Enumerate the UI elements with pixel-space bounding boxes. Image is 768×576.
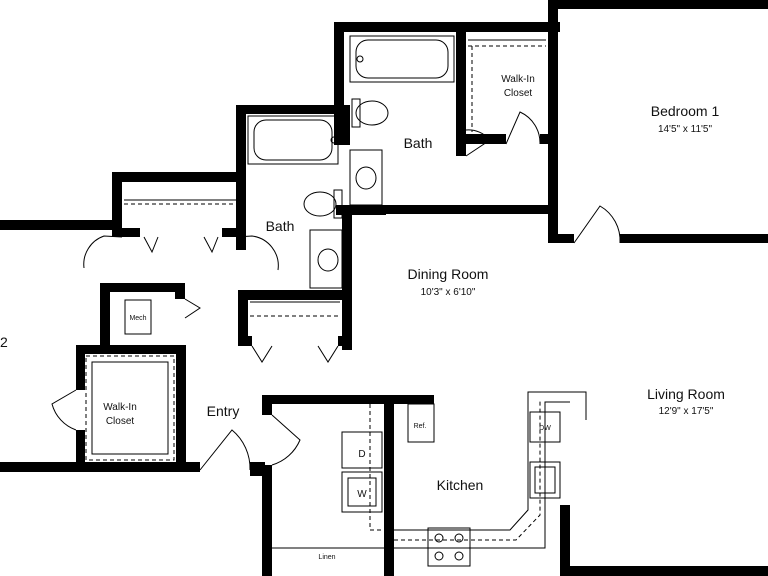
living-room-dims: 12'9" x 17'5": [659, 406, 714, 417]
dryer-label: D: [358, 449, 365, 460]
kitchen-label: Kitchen: [437, 477, 484, 493]
dishwasher-label: DW: [539, 425, 551, 432]
linen-label: Linen: [318, 554, 335, 561]
fridge-label: Ref.: [414, 423, 427, 430]
entry-label: Entry: [207, 403, 240, 419]
closet-lower-line1: Walk-In: [103, 402, 137, 413]
bedroom1-label: Bedroom 1: [651, 103, 720, 119]
bedroom1-dims: 14'5" x 11'5": [658, 124, 713, 135]
living-room-label: Living Room: [647, 386, 725, 402]
fixtures: [85, 35, 587, 567]
closet-upper-line1: Walk-In: [501, 74, 535, 85]
doors: [51, 111, 621, 471]
edge-fragment-text: 2: [0, 334, 8, 350]
closet-upper-line2: Closet: [504, 88, 533, 99]
dining-room-dims: 10'3" x 6'10": [421, 287, 476, 298]
mech-label: Mech: [129, 315, 146, 322]
bath-lower-label: Bath: [266, 218, 295, 234]
dining-room-label: Dining Room: [408, 266, 489, 282]
bath-upper-label: Bath: [404, 135, 433, 151]
closet-lower-line2: Closet: [106, 416, 135, 427]
washer-label: W: [357, 489, 367, 500]
